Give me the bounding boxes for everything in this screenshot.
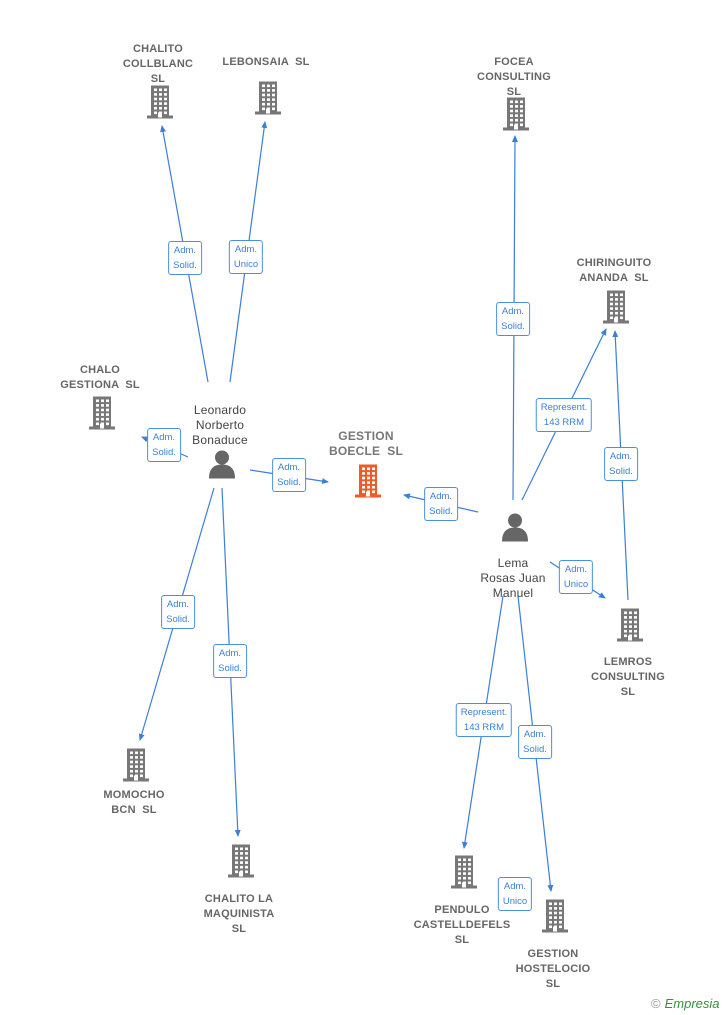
company-building-icon[interactable] xyxy=(85,395,119,436)
company-label-gestion_boecle[interactable]: GESTION BOECLE SL xyxy=(328,429,404,458)
edge-label-leonardo-to-chalito_collblanc[interactable]: Adm. Solid. xyxy=(168,241,202,275)
edge-label-leonardo-to-chalo_gestiona[interactable]: Adm. Solid. xyxy=(147,428,181,462)
company-label-pendulo[interactable]: PENDULO CASTELLDEFELS SL xyxy=(413,904,511,946)
company-label-chalo_gestiona[interactable]: CHALO GESTIONA SL xyxy=(60,364,140,391)
edge-label-leonardo-to-lebonsaia[interactable]: Adm. Unico xyxy=(228,240,264,274)
edge-label-lema-to-chiringuito[interactable]: Represent. 143 RRM xyxy=(535,398,593,432)
company-building-icon[interactable] xyxy=(143,84,177,125)
edge-label-lema-to-gestion_boecle[interactable]: Adm. Solid. xyxy=(424,487,458,521)
company-label-lebonsaia[interactable]: LEBONSAIA SL xyxy=(222,56,310,68)
company-label-momocho[interactable]: MOMOCHO BCN SL xyxy=(103,789,165,816)
copyright-icon: © xyxy=(651,996,661,1011)
empresia-brand: ©Empresia xyxy=(651,996,720,1011)
company-label-gestion_hostelocio[interactable]: GESTION HOSTELOCIO SL xyxy=(515,948,591,990)
edge-label-lema-to-lemros[interactable]: Adm. Unico xyxy=(558,560,594,594)
brand-name: Empresia xyxy=(664,996,720,1011)
edge-label-lema-to-focea[interactable]: Adm. Solid. xyxy=(496,302,530,336)
company-building-icon[interactable] xyxy=(613,607,647,648)
edge-label-leonardo-to-gestion_boecle[interactable]: Adm. Solid. xyxy=(272,458,306,492)
edge-label-lema-to-gestion_hostelocio[interactable]: Adm. Solid. xyxy=(518,725,552,759)
edge-label-leonardo-to-chalito_maquinista[interactable]: Adm. Solid. xyxy=(213,644,247,678)
edge-label-pendulo-to-gestion_hostelocio[interactable]: Adm. Unico xyxy=(497,877,533,911)
edge-label-lema-to-pendulo[interactable]: Represent. 143 RRM xyxy=(455,703,513,737)
company-label-lemros[interactable]: LEMROS CONSULTING SL xyxy=(591,656,665,698)
focal-company-building-icon[interactable] xyxy=(351,463,385,504)
person-label-lema[interactable]: Lema Rosas Juan Manuel xyxy=(480,556,546,600)
person-icon[interactable] xyxy=(206,448,238,485)
company-label-chalito_maquinista[interactable]: CHALITO LA MAQUINISTA SL xyxy=(203,893,275,935)
edge-label-leonardo-to-momocho[interactable]: Adm. Solid. xyxy=(161,595,195,629)
company-label-chalito_collblanc[interactable]: CHALITO COLLBLANC SL xyxy=(122,43,194,85)
company-label-focea[interactable]: FOCEA CONSULTING SL xyxy=(477,56,551,98)
company-label-chiringuito[interactable]: CHIRINGUITO ANANDA SL xyxy=(576,257,652,284)
person-label-leonardo[interactable]: Leonardo Norberto Bonaduce xyxy=(192,403,248,447)
company-building-icon[interactable] xyxy=(538,898,572,939)
person-icon[interactable] xyxy=(499,511,531,548)
company-building-icon[interactable] xyxy=(251,80,285,121)
company-building-icon[interactable] xyxy=(447,854,481,895)
edge-label-lemros-to-chiringuito[interactable]: Adm. Solid. xyxy=(604,447,638,481)
company-building-icon[interactable] xyxy=(119,747,153,788)
company-building-icon[interactable] xyxy=(224,843,258,884)
company-building-icon[interactable] xyxy=(599,289,633,330)
company-building-icon[interactable] xyxy=(499,96,533,137)
